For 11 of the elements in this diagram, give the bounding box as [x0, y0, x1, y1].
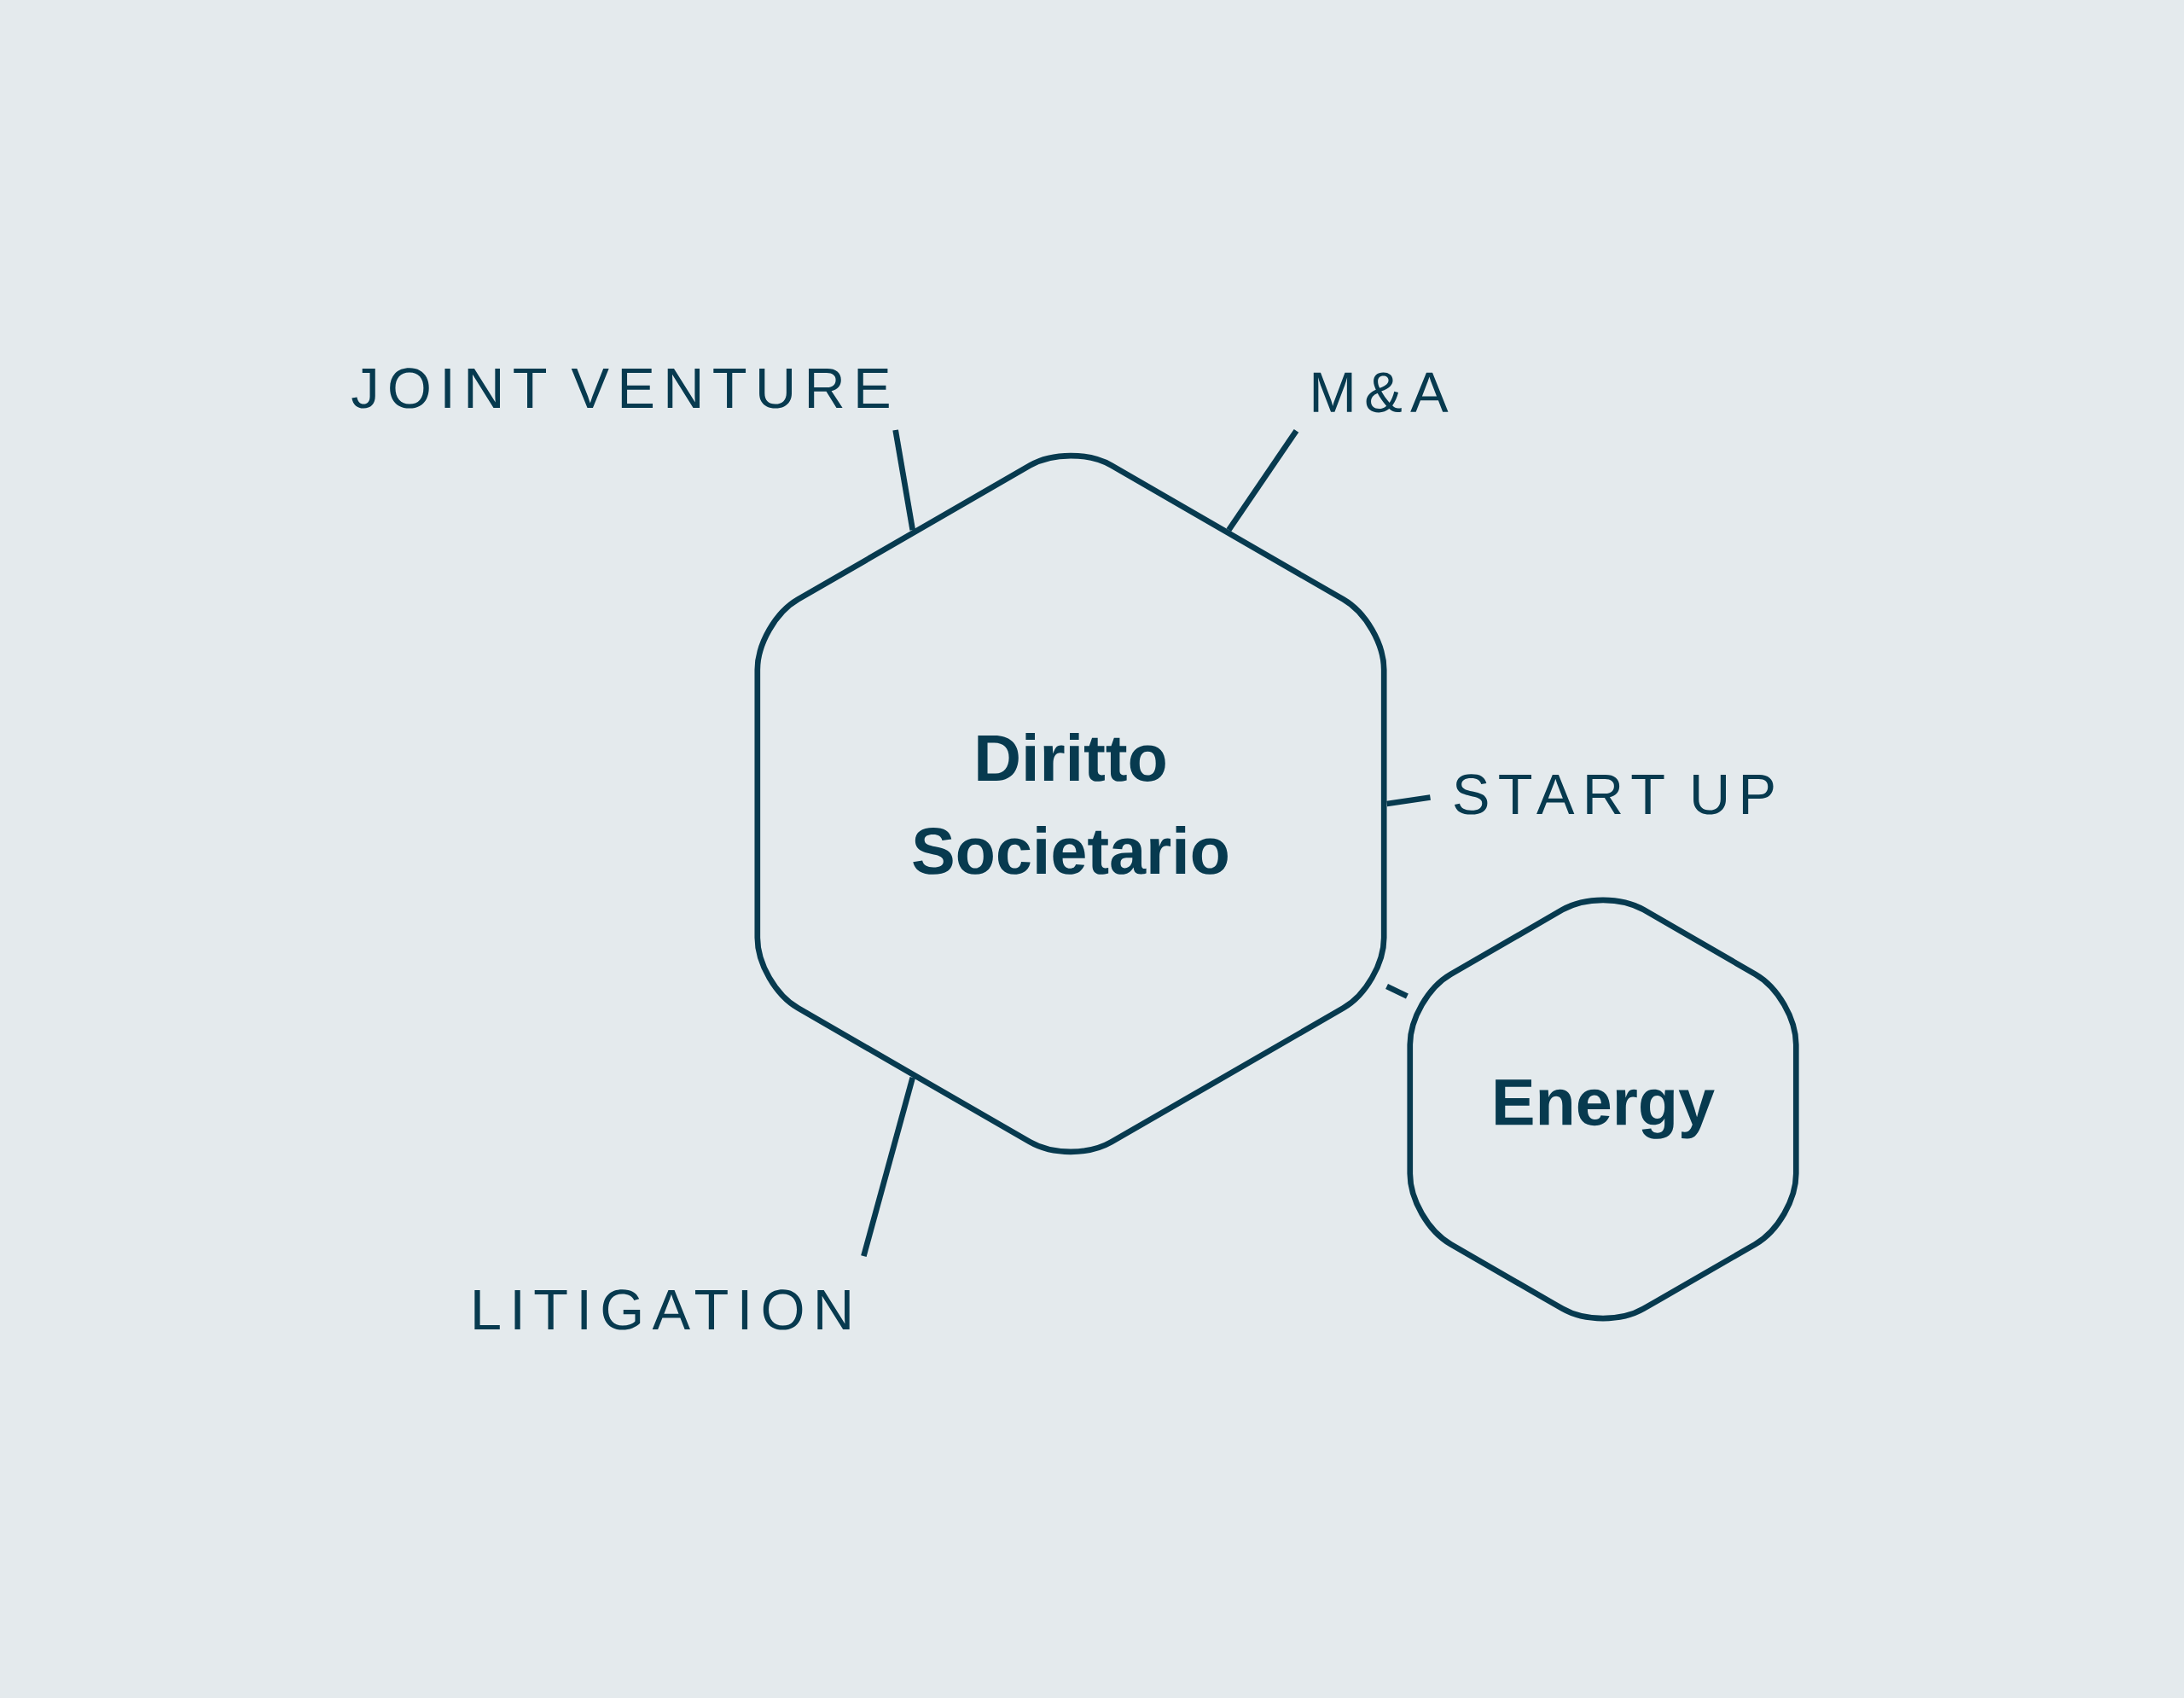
- connector-line: [1386, 794, 1431, 807]
- hexagon-box: Diritto Societario: [754, 452, 1387, 1155]
- connector-line: [892, 429, 916, 531]
- hexagon-box: Energy: [1407, 897, 1799, 1322]
- topic-label: M&A: [1313, 372, 1449, 413]
- topic-label: LITIGATION: [474, 1289, 850, 1330]
- topic-label: START UP: [1455, 774, 1774, 815]
- connector-line: [1385, 983, 1409, 999]
- connector-line: [1226, 428, 1299, 532]
- connector-line: [861, 1077, 915, 1257]
- topic-label: JOINT VENTURE: [351, 368, 889, 409]
